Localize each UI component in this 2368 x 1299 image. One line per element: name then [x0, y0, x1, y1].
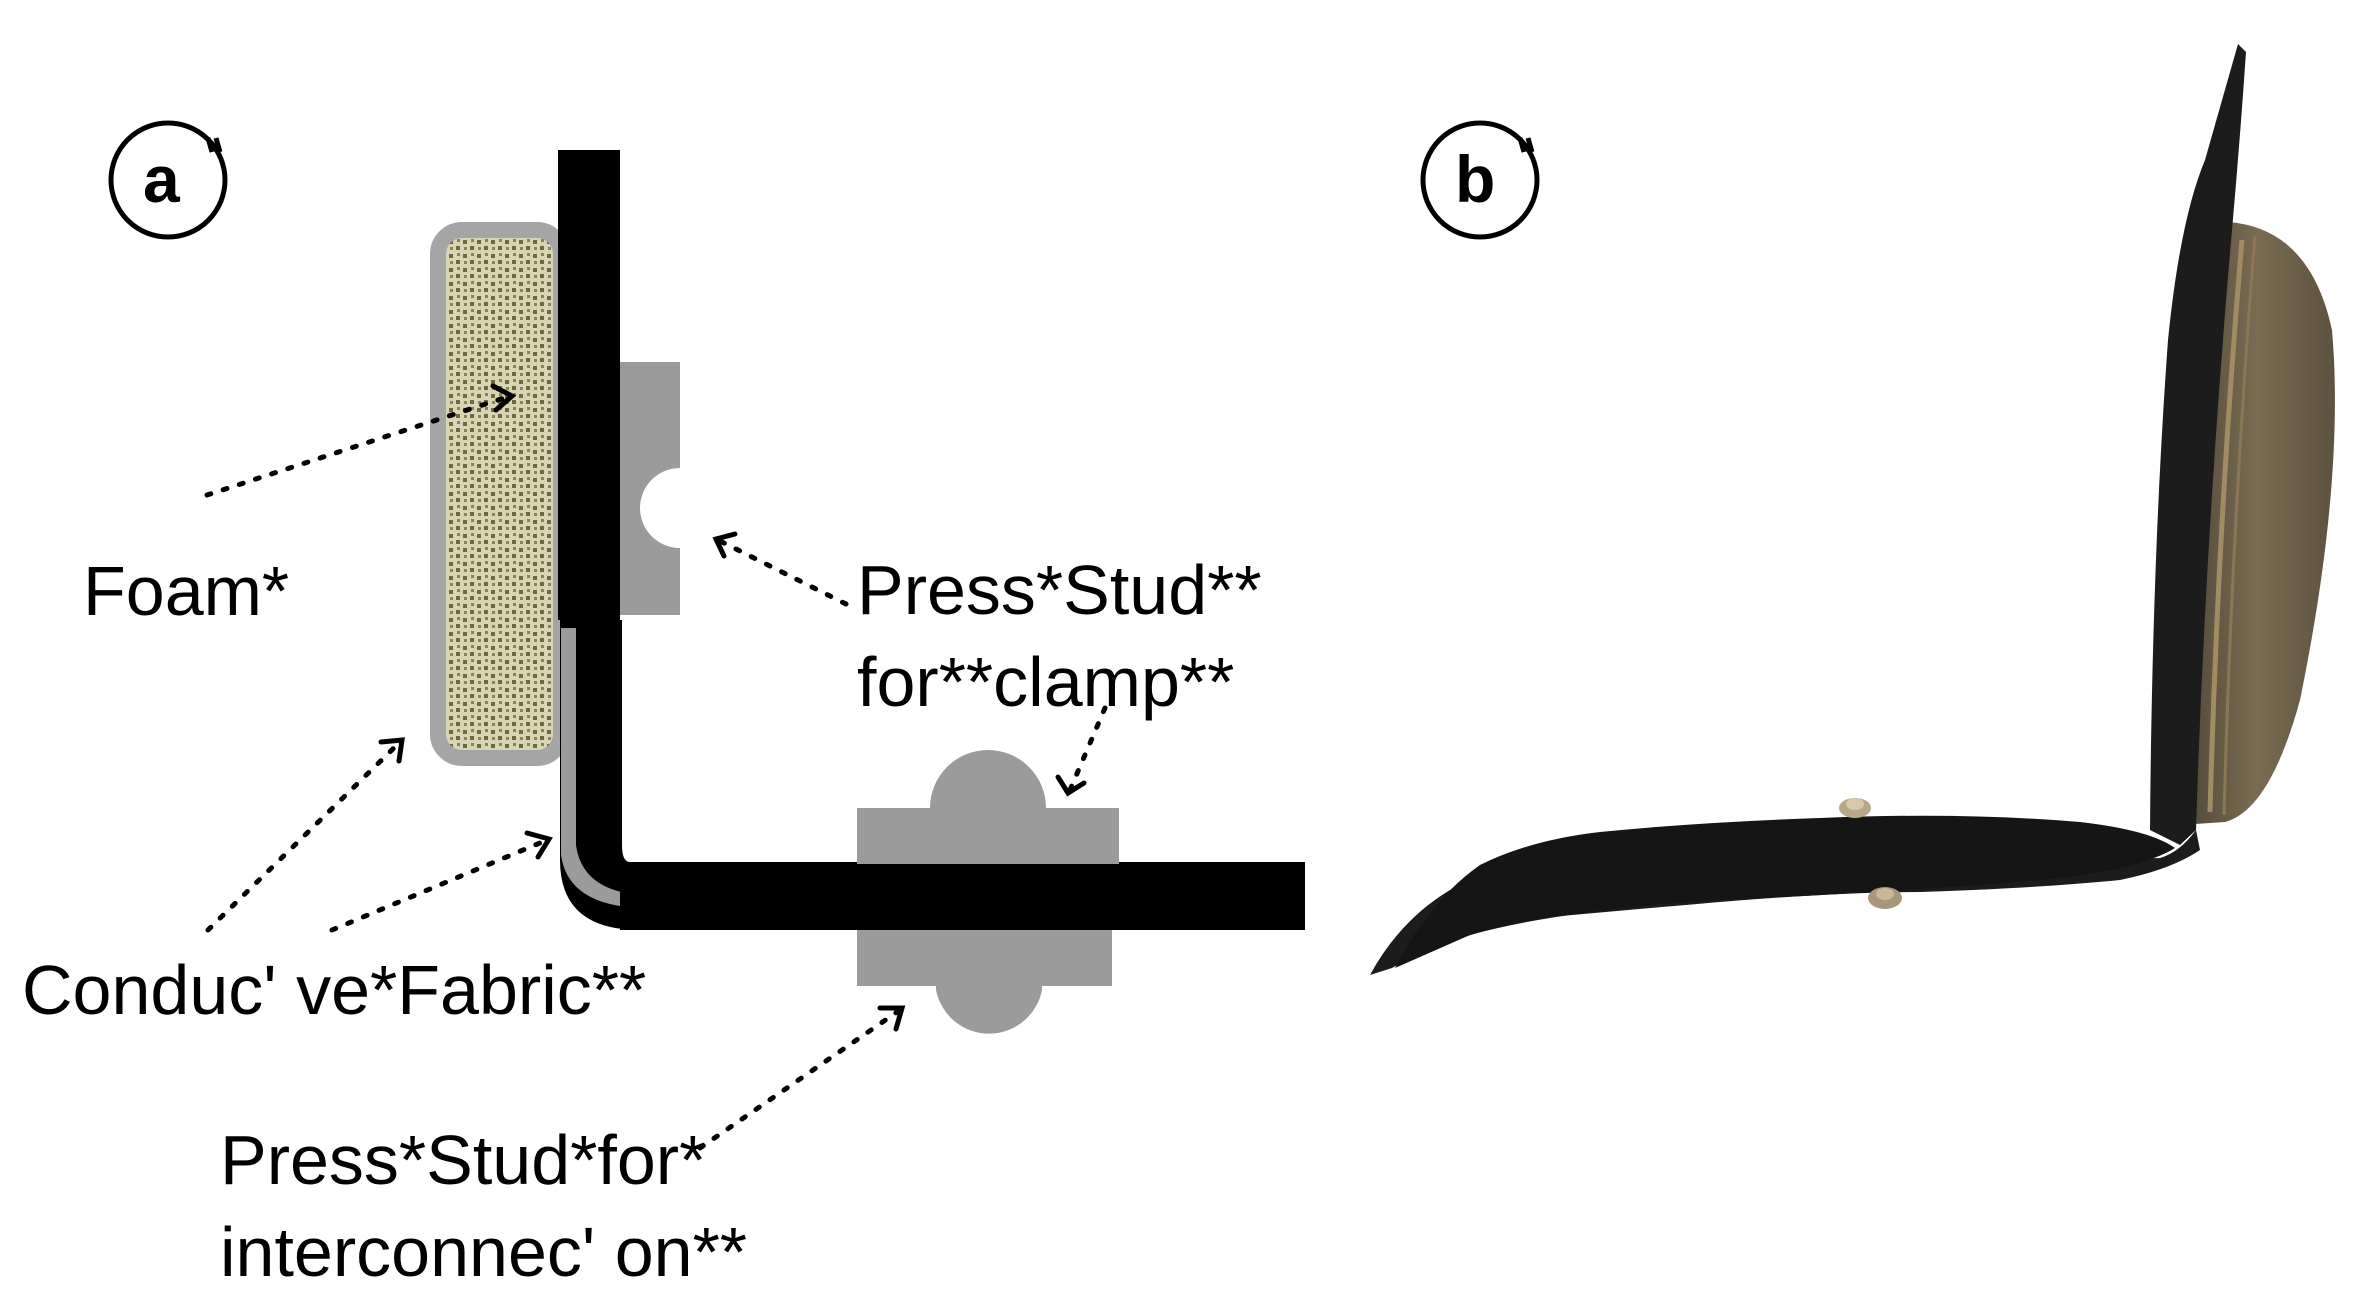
- leader-foam-bottom: [205, 737, 405, 933]
- press-stud-clamp: [620, 362, 680, 615]
- press-stud-interconnect-label-line2: interconnec' on**: [220, 1213, 747, 1291]
- leader-foam: [204, 383, 517, 498]
- panel-b-label: b: [1420, 120, 1540, 240]
- press-stud-clamp-label-line2: for**clamp**: [857, 643, 1234, 721]
- panel-a-schematic: a: [22, 120, 1305, 1291]
- panel-a-letter: a: [143, 142, 181, 216]
- horizontal-strap: [620, 862, 1305, 930]
- press-stud-top: [857, 750, 1119, 864]
- panel-b-letter: b: [1455, 142, 1495, 216]
- photo-pad-stitching: [2207, 239, 2245, 813]
- foam-label: Foam*: [83, 552, 289, 630]
- press-stud-clamp-label-line1: Press*Stud**: [857, 551, 1262, 629]
- panel-b-photo: b: [1370, 44, 2335, 975]
- leader-conductive-fabric: [329, 830, 553, 933]
- foam-block: [430, 222, 569, 766]
- leader-press-stud-interconnect: [697, 1005, 906, 1151]
- leader-press-stud-clamp: [712, 531, 849, 607]
- conductive-fabric-label: Conduc' ve*Fabric**: [22, 951, 646, 1029]
- photo-press-stud: [1839, 798, 1902, 909]
- photo-vertical-strap: [2150, 44, 2246, 845]
- panel-a-label: a: [108, 120, 228, 240]
- photo-strap-body: [1395, 815, 2175, 968]
- vertical-strap: [558, 150, 620, 620]
- press-stud-interconnect: [857, 930, 1112, 1034]
- conductive-fabric: [561, 628, 900, 914]
- fabric-top-stub: [561, 628, 576, 708]
- leader-clamp-top: [1055, 705, 1108, 797]
- press-stud-interconnect-label-line1: Press*Stud*for*: [220, 1121, 706, 1199]
